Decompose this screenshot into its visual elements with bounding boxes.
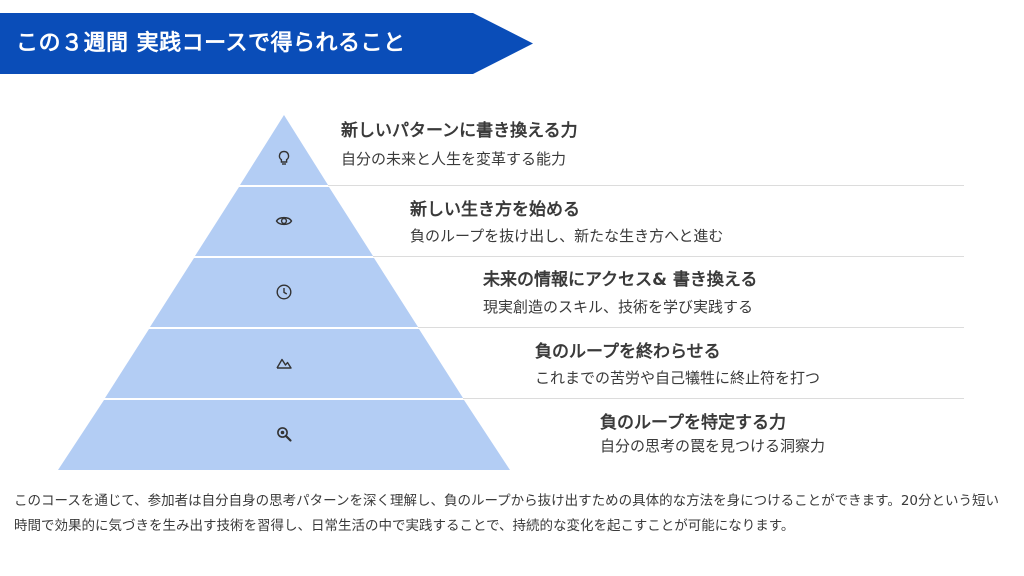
tier-4-title: 負のループを終わらせる (535, 342, 721, 362)
pyramid-tier-5 (58, 400, 510, 470)
tier-3-description: 現実創造のスキル、技術を学び実践する (483, 298, 754, 316)
tier-4-description: これまでの苦労や自己犠牲に終止符を打つ (535, 369, 821, 387)
tier-1-title: 新しいパターンに書き換える力 (341, 121, 578, 141)
tier-2-description: 負のループを抜け出し、新たな生き方へと進む (410, 227, 724, 245)
tier-5-description: 自分の思考の罠を見つける洞察力 (600, 437, 826, 455)
banner-arrow-shape (0, 13, 533, 74)
pyramid-tier-1 (240, 115, 328, 185)
pyramid-diagram (58, 115, 510, 470)
eye-icon (275, 216, 293, 226)
tier-divider-1 (328, 185, 964, 186)
tier-divider-3 (418, 327, 964, 328)
page-title: この３週間 実践コースで得られること (16, 31, 406, 56)
tier-2-title: 新しい生き方を始める (410, 200, 580, 220)
tier-divider-4 (463, 398, 964, 399)
tier-3-title: 未来の情報にアクセス& 書き換える (483, 270, 758, 290)
tier-divider-2 (373, 256, 964, 257)
header-banner: この３週間 実践コースで得られること (0, 13, 533, 74)
pyramid-tier-2 (195, 187, 373, 256)
tier-1-description: 自分の未来と人生を変革する能力 (341, 150, 567, 168)
mountain-icon (276, 358, 292, 369)
search-icon (277, 427, 292, 442)
clock-icon (276, 284, 292, 300)
lightbulb-icon (278, 150, 290, 165)
course-description: このコースを通じて、参加者は自分自身の思考パターンを深く理解し、負のループから抜… (14, 493, 999, 534)
tier-5-title: 負のループを特定する力 (600, 413, 786, 433)
